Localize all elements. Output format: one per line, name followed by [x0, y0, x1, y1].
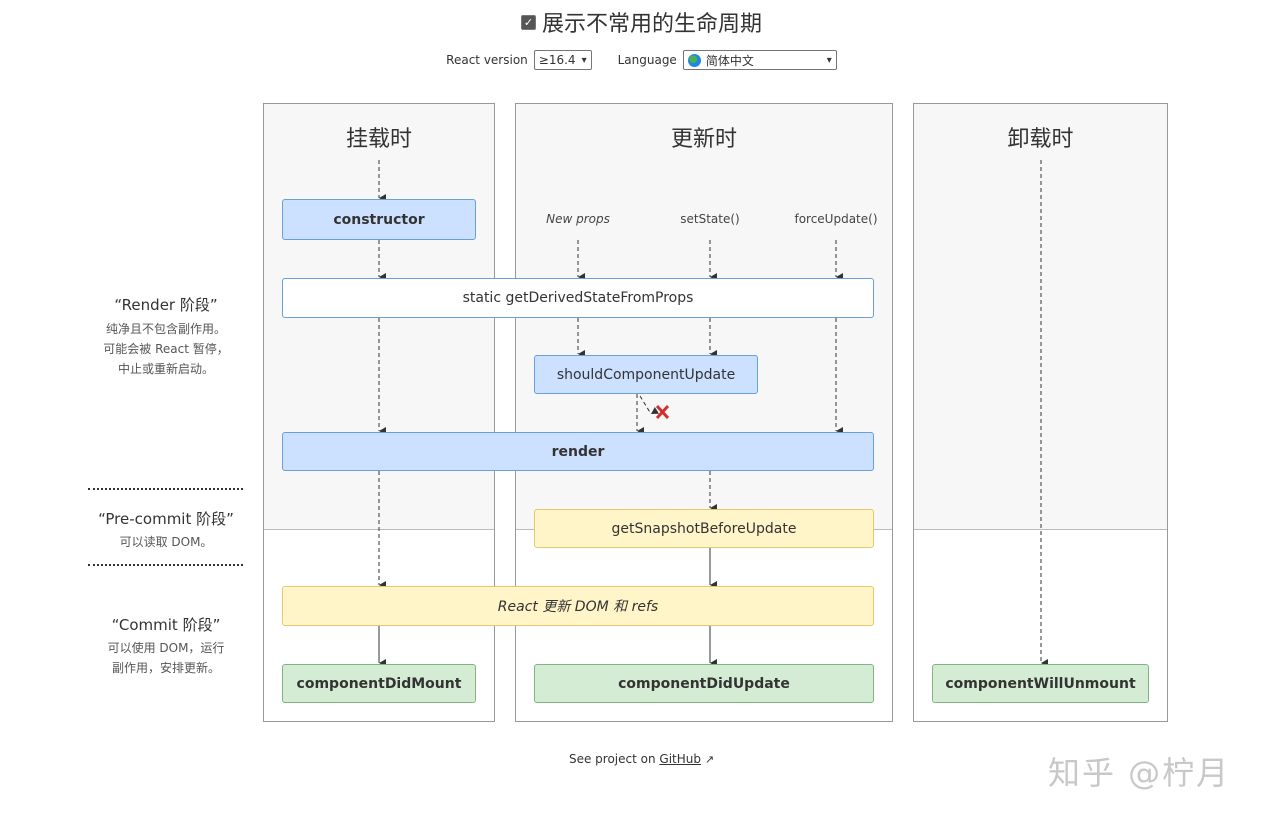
chevron-down-icon: ▾ — [581, 54, 587, 66]
node-component-will-unmount: componentWillUnmount — [932, 664, 1149, 703]
trigger-new-props: New props — [546, 212, 610, 226]
phase-divider — [914, 529, 1167, 530]
language-value: 简体中文 — [705, 53, 754, 68]
arrow-scu-cancel — [639, 395, 660, 415]
commit-phase-title: “Commit 阶段” — [111, 616, 221, 634]
react-version-label: React version — [446, 53, 528, 67]
node-component-did-update: componentDidUpdate — [534, 664, 874, 703]
watermark: 知乎 @柠月 — [1048, 754, 1231, 792]
node-constructor: constructor — [282, 199, 476, 240]
precommit-phase-title: “Pre-commit 阶段” — [98, 510, 234, 528]
commit-phase-desc-line: 副作用，安排更新。 — [111, 661, 220, 675]
page-title: 展示不常用的生命周期 — [541, 12, 762, 37]
node-get-snapshot-before-update: getSnapshotBeforeUpdate — [534, 509, 874, 548]
globe-icon — [687, 53, 701, 67]
cancel-x-icon — [655, 404, 670, 420]
render-phase-desc-line: 可能会被 React 暂停， — [103, 342, 229, 356]
react-version-select[interactable]: ≥16.4 ▾ — [533, 50, 592, 70]
header: ✓ 展示不常用的生命周期 — [0, 6, 1283, 38]
mount-title: 挂载时 — [345, 127, 412, 152]
unmount-title: 卸载时 — [1007, 127, 1074, 152]
language-label: Language — [617, 53, 677, 67]
commit-phase-desc-line: 可以使用 DOM，运行 — [107, 641, 225, 655]
node-get-derived-state-from-props: static getDerivedStateFromProps — [282, 278, 874, 318]
footer-text: See project on — [568, 752, 656, 766]
node-render: render — [282, 432, 874, 471]
phase-separator — [88, 488, 243, 490]
commit-phase-desc: 可以使用 DOM，运行 副作用，安排更新。 — [76, 638, 256, 678]
precommit-phase-desc: 可以读取 DOM。 — [119, 535, 213, 549]
github-link[interactable]: GitHub — [659, 752, 701, 766]
language-select[interactable]: 简体中文 ▾ — [682, 50, 837, 70]
phase-separator — [88, 564, 243, 566]
trigger-force-update: forceUpdate() — [794, 212, 878, 226]
footer: See project on GitHub ↗ — [0, 752, 1283, 766]
show-uncommon-checkbox[interactable]: ✓ — [520, 14, 536, 30]
render-phase-desc-line: 纯净且不包含副作用。 — [105, 322, 226, 336]
update-title: 更新时 — [670, 127, 737, 152]
trigger-set-state: setState() — [680, 212, 740, 226]
external-link-icon: ↗ — [704, 753, 715, 766]
controls-bar: React version ≥16.4 ▾ Language 简体中文 ▾ — [0, 50, 1283, 70]
render-phase-title: “Render 阶段” — [114, 296, 218, 314]
node-react-updates-dom: React 更新 DOM 和 refs — [282, 586, 874, 626]
render-phase-desc-line: 中止或重新启动。 — [117, 362, 214, 376]
node-component-did-mount: componentDidMount — [282, 664, 476, 703]
node-should-component-update: shouldComponentUpdate — [534, 355, 758, 394]
react-version-value: ≥16.4 — [538, 53, 576, 67]
chevron-down-icon: ▾ — [826, 54, 832, 66]
render-phase-desc: 纯净且不包含副作用。 可能会被 React 暂停， 中止或重新启动。 — [76, 319, 256, 379]
